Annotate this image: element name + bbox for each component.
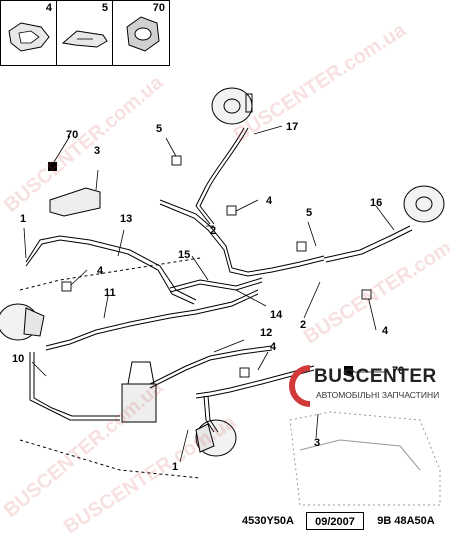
logo-subtitle: АВТОМОБІЛЬНІ ЗАПЧАСТИНИ: [316, 390, 440, 400]
callout-4: 4: [270, 341, 277, 353]
nut-part-icon: [126, 16, 160, 52]
callout-17: 17: [286, 121, 298, 133]
callout-1: 1: [172, 461, 178, 473]
clip-part-icon: [8, 22, 50, 52]
callout-15: 15: [178, 249, 190, 261]
inset-number: 5: [101, 2, 108, 14]
footer-ref: 4530Y50A: [242, 515, 294, 527]
logo-mark-icon: [289, 365, 311, 407]
callout-10: 10: [12, 353, 24, 365]
callout-14: 14: [270, 309, 283, 321]
inset-nut-70: 70: [112, 0, 170, 66]
logo-name: BUSCENTER: [314, 366, 437, 387]
callout-5: 5: [306, 207, 312, 219]
callout-2: 2: [210, 225, 216, 237]
callout-2: 2: [300, 319, 306, 331]
footer-date: 09/2007: [306, 512, 364, 530]
buscenter-logo: BUSCENTER АВТОМОБІЛЬНІ ЗАПЧАСТИНИ: [280, 362, 446, 410]
callout-3: 3: [94, 145, 100, 157]
inset-number: 70: [152, 2, 165, 14]
inset-number: 4: [45, 2, 52, 14]
callout-4: 4: [97, 265, 104, 277]
callout-3: 3: [314, 437, 320, 449]
callout-4: 4: [266, 195, 273, 207]
callout-70: 70: [66, 129, 78, 141]
callout-12: 12: [260, 327, 272, 339]
inset-clip-4: 4: [0, 0, 57, 66]
callout-16: 16: [370, 197, 382, 209]
callout-1: 1: [20, 213, 26, 225]
footer-code: 9B 48A50A: [377, 515, 435, 527]
callout-4: 4: [382, 325, 389, 337]
bracket-part-icon: [61, 30, 108, 48]
callout-5: 5: [156, 123, 162, 135]
callout-13: 13: [120, 213, 132, 225]
callout-70: 70: [392, 365, 404, 377]
callout-11: 11: [104, 287, 116, 299]
